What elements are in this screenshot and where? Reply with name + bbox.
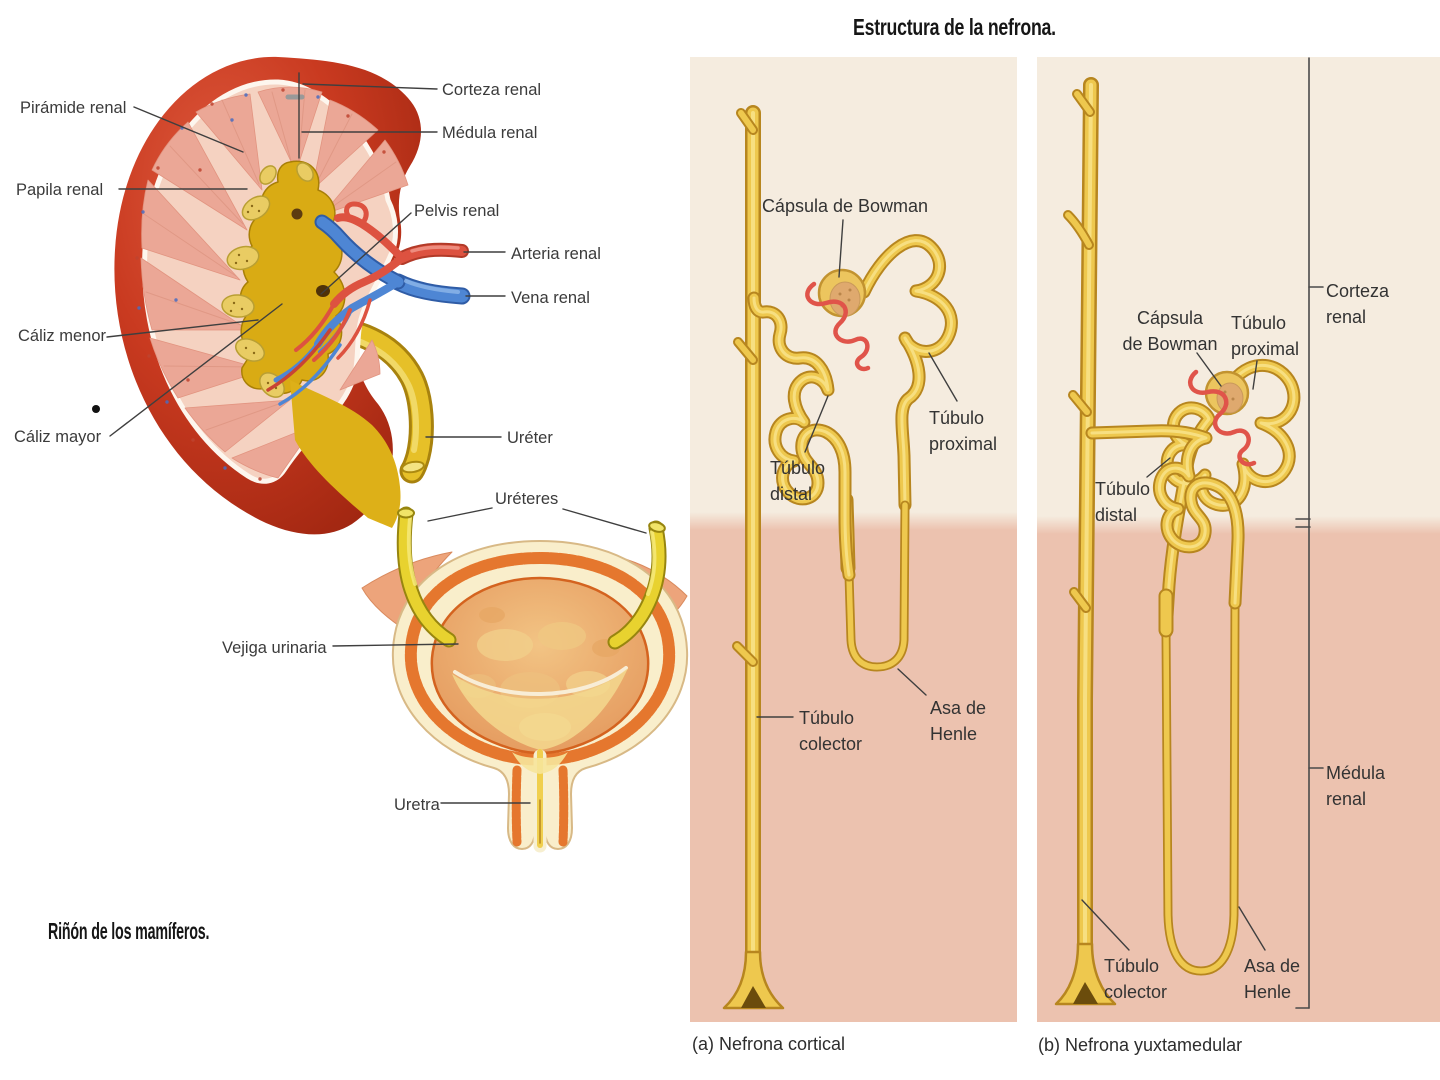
nephron-juxtamedullary-drawing (1054, 85, 1294, 1006)
glomerulus-capillary (805, 281, 871, 372)
nephron-a-leader-lines (756, 219, 958, 718)
bladder-ureters (396, 506, 667, 650)
piramide-renal-label: Pirámide renal (20, 99, 127, 117)
medula-renal-label: Médula renal (442, 124, 538, 142)
asa-de-henle-label-a: Asa de Henle (930, 695, 986, 747)
label-line: Corteza (1326, 281, 1390, 301)
vena-renal-label: Vena renal (511, 289, 590, 307)
region-bracket (1295, 57, 1324, 1009)
pelvis-renal-label: Pelvis renal (414, 202, 500, 220)
label-line: proximal (1231, 339, 1300, 360)
corteza-renal-label: Corteza renal (442, 81, 542, 99)
medula-renal-region-label: Médula renal (1326, 760, 1385, 812)
label-line: Túbulo (1104, 956, 1160, 976)
pelvis-spot (291, 208, 303, 220)
label-line: Henle (1244, 982, 1292, 1003)
label-line: renal (1326, 789, 1367, 810)
renal-pyramids (140, 86, 409, 479)
label-line: Túbulo (1231, 313, 1287, 333)
nephron-b-leader-lines (1081, 352, 1266, 951)
capsula-de-bowman-label-a: Cápsula de Bowman (761, 196, 929, 216)
bladder-illustration (332, 506, 689, 853)
tubulo-distal-label-b: Túbulo distal (1095, 476, 1150, 528)
bladder-leader-lines (332, 507, 647, 804)
kidney-leader-lines (106, 72, 506, 438)
slide-dot (92, 405, 100, 413)
renal-artery (266, 201, 469, 392)
label-line: renal (1326, 307, 1367, 328)
kidney-illustration (92, 56, 506, 535)
panel-a-caption: (a) Nefrona cortical (692, 1034, 846, 1054)
tubulo-proximal-label-a: Túbulo proximal (929, 405, 997, 457)
tubulo-distal-label-a: Túbulo distal (770, 455, 825, 507)
label-line: Asa de (1244, 956, 1301, 976)
panel-b-caption: (b) Nefrona yuxtamedular (1038, 1035, 1243, 1055)
pyramid-striations (143, 89, 397, 431)
tubulo-colector-label-b: Túbulo colector (1104, 953, 1167, 1005)
vejiga-urinaria-label: Vejiga urinaria (222, 639, 327, 657)
label-line: distal (1095, 505, 1138, 526)
label-line: Túbulo (1095, 479, 1151, 499)
ureter-label: Uréter (507, 429, 553, 447)
corteza-renal-region-label: Corteza renal (1326, 278, 1389, 330)
label-line: colector (799, 734, 863, 755)
papilla-stipples (229, 204, 278, 390)
asa-de-henle-label-b: Asa de Henle (1244, 953, 1300, 1005)
nephron-cortical-drawing (722, 113, 958, 1010)
capsula-de-bowman-label-b: Cápsula de Bowman (1120, 305, 1220, 357)
label-line: Túbulo (929, 408, 985, 428)
tubulo-colector-label-a: Túbulo colector (799, 705, 862, 757)
ureteres-label: Uréteres (495, 490, 559, 508)
label-line: Túbulo (799, 708, 855, 728)
caliz-menor-label: Cáliz menor (18, 327, 107, 345)
glomerulus-capillary (1188, 369, 1257, 467)
label-line: Henle (930, 724, 978, 745)
label-line: de Bowman (1122, 334, 1218, 355)
kidney-figure-title: Riñón de los mamíferos. (48, 918, 210, 944)
label-line: colector (1104, 982, 1168, 1003)
label-line: proximal (929, 434, 998, 455)
label-line: Asa de (930, 698, 987, 718)
pelvis-ureter-junction (290, 380, 401, 528)
label-line: Cápsula (1136, 308, 1204, 328)
pelvis-spot (316, 285, 330, 297)
label-line: Médula (1326, 763, 1386, 783)
arteria-renal-label: Arteria renal (511, 245, 601, 263)
label-line: distal (770, 484, 813, 505)
tubulo-proximal-label-b: Túbulo proximal (1231, 310, 1299, 362)
nephron-figure-title: Estructura de la nefrona. (853, 14, 1056, 40)
label-line: Túbulo (770, 458, 826, 478)
caliz-mayor-label: Cáliz mayor (14, 428, 102, 446)
uretra-label: Uretra (394, 796, 440, 814)
papila-renal-label: Papila renal (16, 181, 104, 199)
